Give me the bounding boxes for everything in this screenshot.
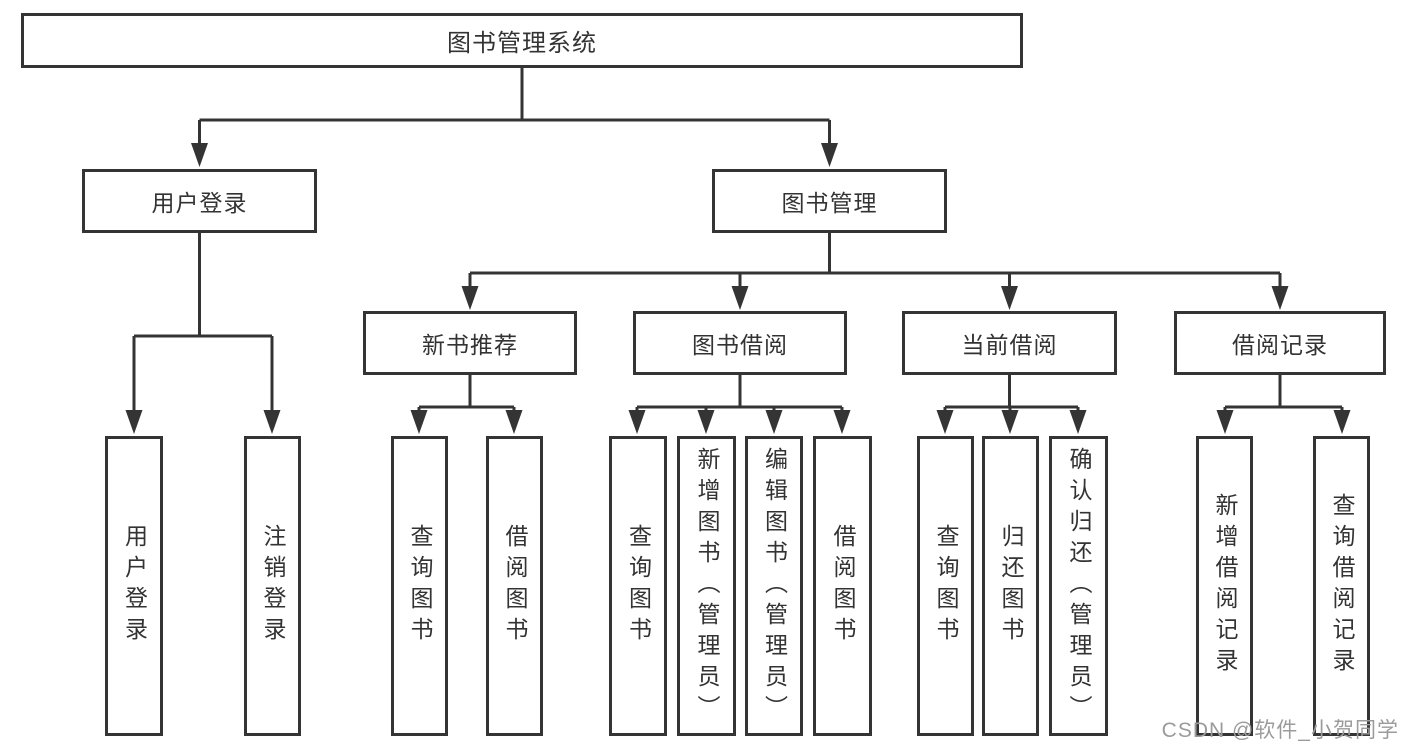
arrowhead <box>765 410 783 434</box>
node-label: 用户登录 <box>151 190 248 216</box>
arrowhead <box>505 410 523 434</box>
arrowhead <box>1271 286 1289 310</box>
node-label: 图书管理 <box>781 190 878 216</box>
node-label: 查询借阅记录 <box>1329 493 1355 679</box>
arrowhead <box>1001 410 1019 434</box>
arrowhead <box>263 410 281 434</box>
node-label: 图书借阅 <box>692 332 788 358</box>
arrowhead <box>191 143 208 167</box>
leaf-logout: 注销登录 <box>244 436 301 736</box>
leaf-query-book-borrow: 查询图书 <box>609 436 667 736</box>
leaf-add-borrow-record: 新增借阅记录 <box>1196 436 1253 736</box>
csdn-watermark: CSDN @软件_小贺同学 <box>1161 719 1399 742</box>
node-label: 借阅记录 <box>1232 332 1328 358</box>
arrowhead <box>461 286 479 310</box>
leaf-add-book-admin: 新增图书（管理员） <box>677 436 736 736</box>
connector-userlogin-to-leaves <box>125 233 281 434</box>
arrowhead <box>1216 410 1234 434</box>
connector-bookmgmt-to-level3 <box>461 233 1289 310</box>
arrowhead <box>125 410 143 434</box>
node-new-book-recommend: 新书推荐 <box>363 311 577 375</box>
node-book-borrow: 图书借阅 <box>633 311 847 375</box>
node-label: 图书管理系统 <box>447 30 597 57</box>
node-label: 用户登录 <box>121 524 148 648</box>
node-label: 新增图书（管理员） <box>694 446 720 726</box>
leaf-edit-book-admin: 编辑图书（管理员） <box>745 436 803 736</box>
leaf-query-book-current: 查询图书 <box>917 436 974 736</box>
leaf-user-login: 用户登录 <box>105 436 163 736</box>
connector-root-to-level2 <box>191 68 838 167</box>
node-label: 查询图书 <box>933 524 959 648</box>
node-label: 确认归还（管理员） <box>1066 446 1092 726</box>
node-root: 图书管理系统 <box>21 13 1023 68</box>
node-label: 新增借阅记录 <box>1212 493 1238 679</box>
node-current-borrow: 当前借阅 <box>902 311 1117 375</box>
leaf-borrow-book: 借阅图书 <box>813 436 872 736</box>
arrowhead <box>731 286 749 310</box>
node-label: 当前借阅 <box>961 332 1058 358</box>
leaf-query-borrow-record: 查询借阅记录 <box>1313 436 1370 736</box>
node-label: 借阅图书 <box>502 524 528 648</box>
node-book-management: 图书管理 <box>712 169 947 233</box>
leaf-borrow-book-recommend: 借阅图书 <box>486 436 543 736</box>
node-user-login: 用户登录 <box>82 169 317 233</box>
arrowhead <box>410 410 428 434</box>
node-label: 借阅图书 <box>830 524 856 648</box>
node-label: 查询图书 <box>407 524 433 648</box>
node-label: 编辑图书（管理员） <box>761 446 788 726</box>
arrowhead <box>628 410 646 434</box>
arrowhead <box>697 410 715 434</box>
node-borrow-record: 借阅记录 <box>1174 311 1386 375</box>
connector-bookborrow-to-leaves <box>628 375 851 434</box>
connector-newbook-to-leaves <box>410 375 523 434</box>
connector-borrowrecord-to-leaves <box>1216 375 1351 434</box>
arrowhead <box>821 143 838 167</box>
node-label: 新书推荐 <box>422 332 518 358</box>
node-label: 归还图书 <box>998 524 1024 648</box>
leaf-query-book-recommend: 查询图书 <box>391 436 448 736</box>
node-label: 查询图书 <box>625 524 652 648</box>
arrowhead <box>1001 286 1018 310</box>
leaf-confirm-return-admin: 确认归还（管理员） <box>1049 436 1108 736</box>
leaf-return-book: 归还图书 <box>982 436 1039 736</box>
node-label: 注销登录 <box>260 524 286 648</box>
arrowhead <box>1069 410 1087 434</box>
connector-currentborrow-to-leaves <box>936 375 1087 434</box>
arrowhead <box>936 410 954 434</box>
arrowhead <box>1333 410 1351 434</box>
arrowhead <box>833 410 851 434</box>
